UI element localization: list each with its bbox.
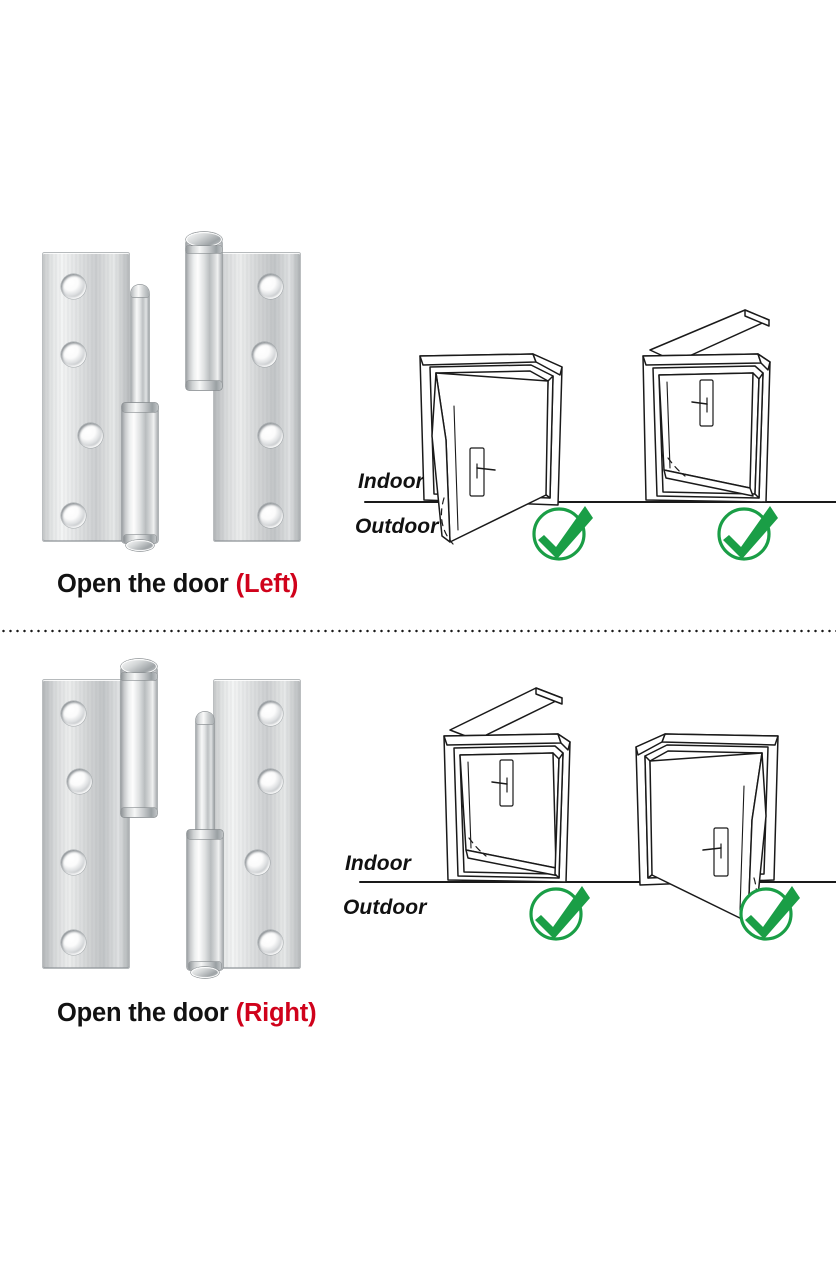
door-scene-right-hand (340, 687, 836, 960)
screw-hole (78, 423, 103, 448)
screw-hole (61, 274, 86, 299)
caption-side-text: (Right) (235, 999, 317, 1027)
screw-hole (61, 701, 86, 726)
hinge-pin (131, 293, 149, 413)
section-left-hand: Open the door(Left) Indoor Outdoor (0, 0, 836, 632)
hinge-pin-tip (131, 285, 149, 297)
screw-hole (258, 930, 283, 955)
screw-hole (258, 503, 283, 528)
hinge-barrel-cap (186, 232, 222, 247)
door-unit-1 (443, 687, 571, 883)
check-mark-icon (538, 506, 593, 559)
screw-hole (245, 850, 270, 875)
hinge-barrel-cap (121, 659, 157, 674)
hinge-barrel-lower (187, 830, 223, 970)
screw-hole (258, 423, 283, 448)
screw-hole (258, 769, 283, 794)
door-scene-left-hand (350, 309, 836, 580)
hinge-barrel-ring (121, 808, 157, 817)
door-swing-arc (667, 457, 686, 477)
hinge-leaf-right (214, 253, 300, 541)
screw-hole (61, 503, 86, 528)
screw-hole (61, 342, 86, 367)
screw-hole (258, 274, 283, 299)
hinge-barrel-lower (122, 403, 158, 543)
hinge-barrel-ring (187, 830, 223, 839)
hinge-pin-tip (196, 712, 214, 724)
caption-left-hand: Open the door(Left) (57, 570, 298, 599)
hinge-barrel-upper (121, 667, 157, 817)
hinge-illustration-left (0, 0, 340, 600)
door-unit-1 (419, 353, 563, 545)
check-mark-icon (723, 506, 778, 559)
caption-main-text: Open the door (57, 999, 229, 1027)
hinge-barrel-cap (191, 967, 219, 978)
hinge-barrel-ring (186, 246, 222, 253)
check-mark-icon (535, 886, 590, 939)
label-outdoor: Outdoor (343, 896, 427, 919)
door-swing-arc (440, 497, 454, 545)
hinge-barrel-upper (186, 240, 222, 390)
screw-hole (61, 930, 86, 955)
caption-right-hand: Open the door(Right) (57, 999, 317, 1028)
hinge-leaf-right (214, 680, 300, 968)
section-right-hand: Open the door(Right) Indoor Outdoor (0, 634, 836, 1054)
door-unit-2 (642, 309, 771, 503)
hinge-barrel-ring (189, 962, 221, 970)
hinge-barrel-ring (186, 381, 222, 390)
door-handle-lever (476, 467, 496, 471)
approved-check (739, 886, 800, 941)
door-handle-lever (691, 401, 708, 405)
screw-hole (67, 769, 92, 794)
hinge-leaf-left (43, 253, 129, 541)
hinge-illustration-right (0, 634, 340, 1024)
door-unit-2 (635, 733, 779, 925)
hinge-barrel-ring (122, 403, 158, 412)
hinge-pin (196, 720, 214, 840)
dotted-divider (0, 629, 836, 633)
approved-check (529, 886, 590, 941)
caption-side-text: (Left) (235, 570, 299, 598)
label-outdoor: Outdoor (355, 515, 439, 538)
hinge-barrel-ring (124, 535, 156, 543)
caption-main-text: Open the door (57, 570, 229, 598)
hinge-barrel-ring (121, 673, 157, 680)
check-mark-icon (745, 886, 800, 939)
screw-hole (252, 342, 277, 367)
hinge-barrel-cap (126, 540, 154, 551)
label-indoor: Indoor (345, 852, 411, 875)
hinge-leaf-left (43, 680, 129, 968)
label-indoor: Indoor (358, 470, 424, 493)
door-swing-arc (468, 837, 487, 857)
door-handle-lever (702, 847, 722, 851)
screw-hole (61, 850, 86, 875)
door-handle-lever (491, 781, 508, 785)
screw-hole (258, 701, 283, 726)
approved-check (717, 506, 778, 561)
approved-check (532, 506, 593, 561)
